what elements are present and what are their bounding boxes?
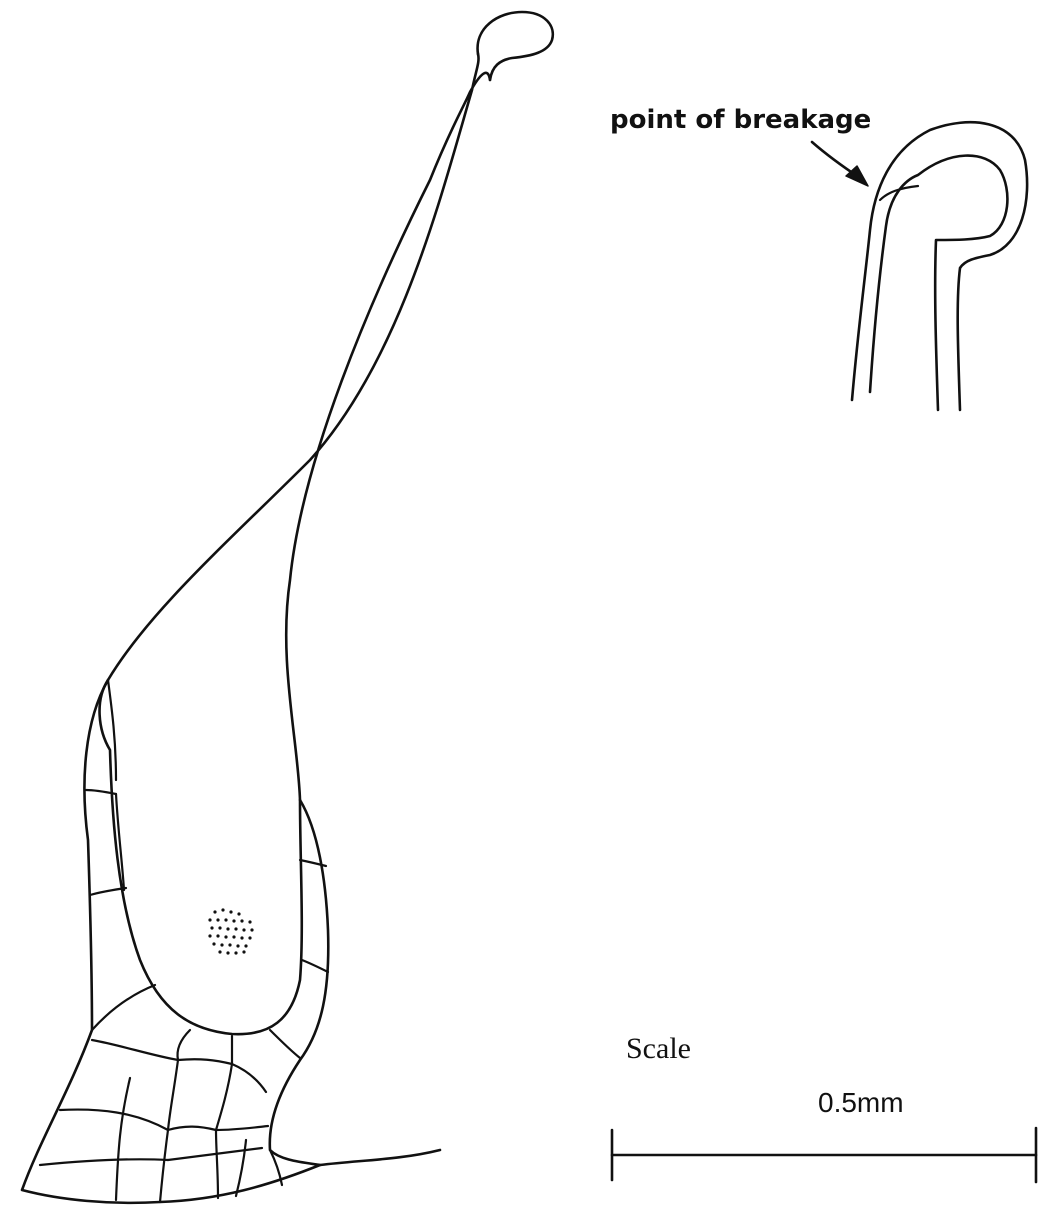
arrow-head xyxy=(846,166,868,186)
cell-wall xyxy=(168,1127,216,1130)
cell-wall xyxy=(216,1126,268,1130)
hair-tip-head xyxy=(478,12,553,80)
cell-wall xyxy=(216,1130,218,1198)
detail-outer-wall xyxy=(852,122,1027,410)
cell-wall xyxy=(168,1060,178,1130)
epidermal-cell-walls xyxy=(40,680,328,1202)
cell-wall xyxy=(60,1110,168,1130)
annotation-label: point of breakage xyxy=(610,105,871,135)
cell-wall xyxy=(160,1130,168,1202)
cell-wall xyxy=(270,1030,300,1058)
cell-wall xyxy=(116,1078,130,1200)
cell-wall xyxy=(40,1159,168,1165)
cell-wall xyxy=(216,1064,232,1130)
scale-title: Scale xyxy=(626,1032,691,1065)
cell-wall xyxy=(178,1059,232,1064)
scale-bar: Scale 0.5mm xyxy=(612,1032,1036,1182)
hair-left-contour xyxy=(100,54,490,1034)
breakage-detail xyxy=(852,122,1027,410)
cell-wall xyxy=(236,1140,246,1196)
annotation-arrow xyxy=(812,142,868,186)
cell-wall xyxy=(302,960,328,972)
hair-outline xyxy=(22,12,553,1203)
cell-wall xyxy=(90,888,126,895)
cell-wall xyxy=(232,1064,266,1092)
cell-wall xyxy=(168,1148,262,1160)
scale-value: 0.5mm xyxy=(818,1087,904,1118)
basal-left-wall xyxy=(22,680,440,1203)
cell-wall xyxy=(178,1030,191,1060)
cell-wall xyxy=(92,1040,178,1060)
cell-wall xyxy=(92,985,155,1030)
nucleus-dots xyxy=(208,908,253,954)
